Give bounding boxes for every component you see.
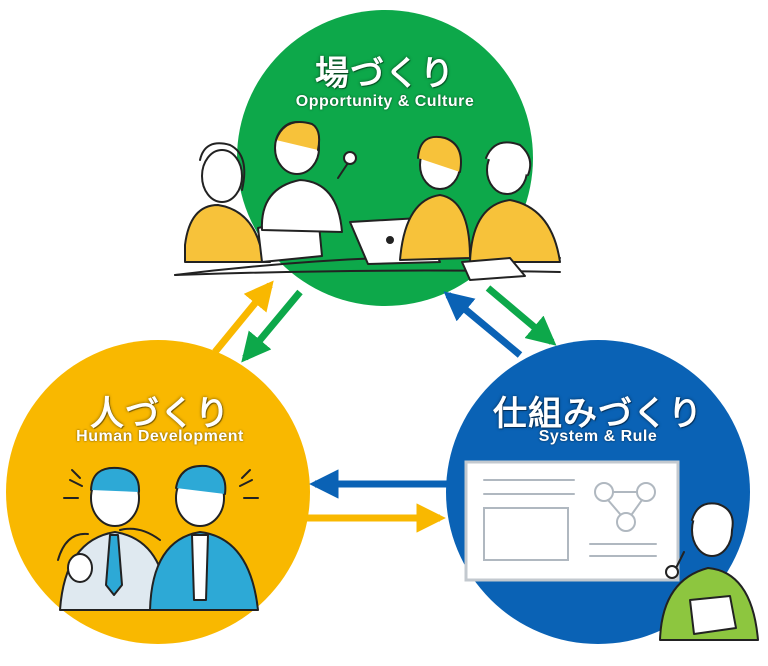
node-title-top: 場づくり [315, 54, 455, 94]
arrow-right-to-top [443, 291, 523, 358]
colleagues-celebrating-illustration [57, 464, 259, 611]
man-with-tablet-illustration [659, 502, 759, 641]
arrow-top-to-left [241, 289, 303, 363]
node-subtitle-left: Human Development [76, 428, 244, 445]
node-title-right: 仕組みづくり [493, 394, 703, 434]
arrow-top-to-right [485, 285, 557, 346]
arrow-left-to-top [212, 280, 274, 355]
node-title-left: 人づくり [90, 394, 230, 434]
node-subtitle-right: System & Rule [538, 428, 658, 445]
system-document-illustration [464, 460, 680, 582]
team-meeting-illustration [174, 121, 561, 281]
node-subtitle-top: Opportunity & Culture [295, 93, 475, 110]
